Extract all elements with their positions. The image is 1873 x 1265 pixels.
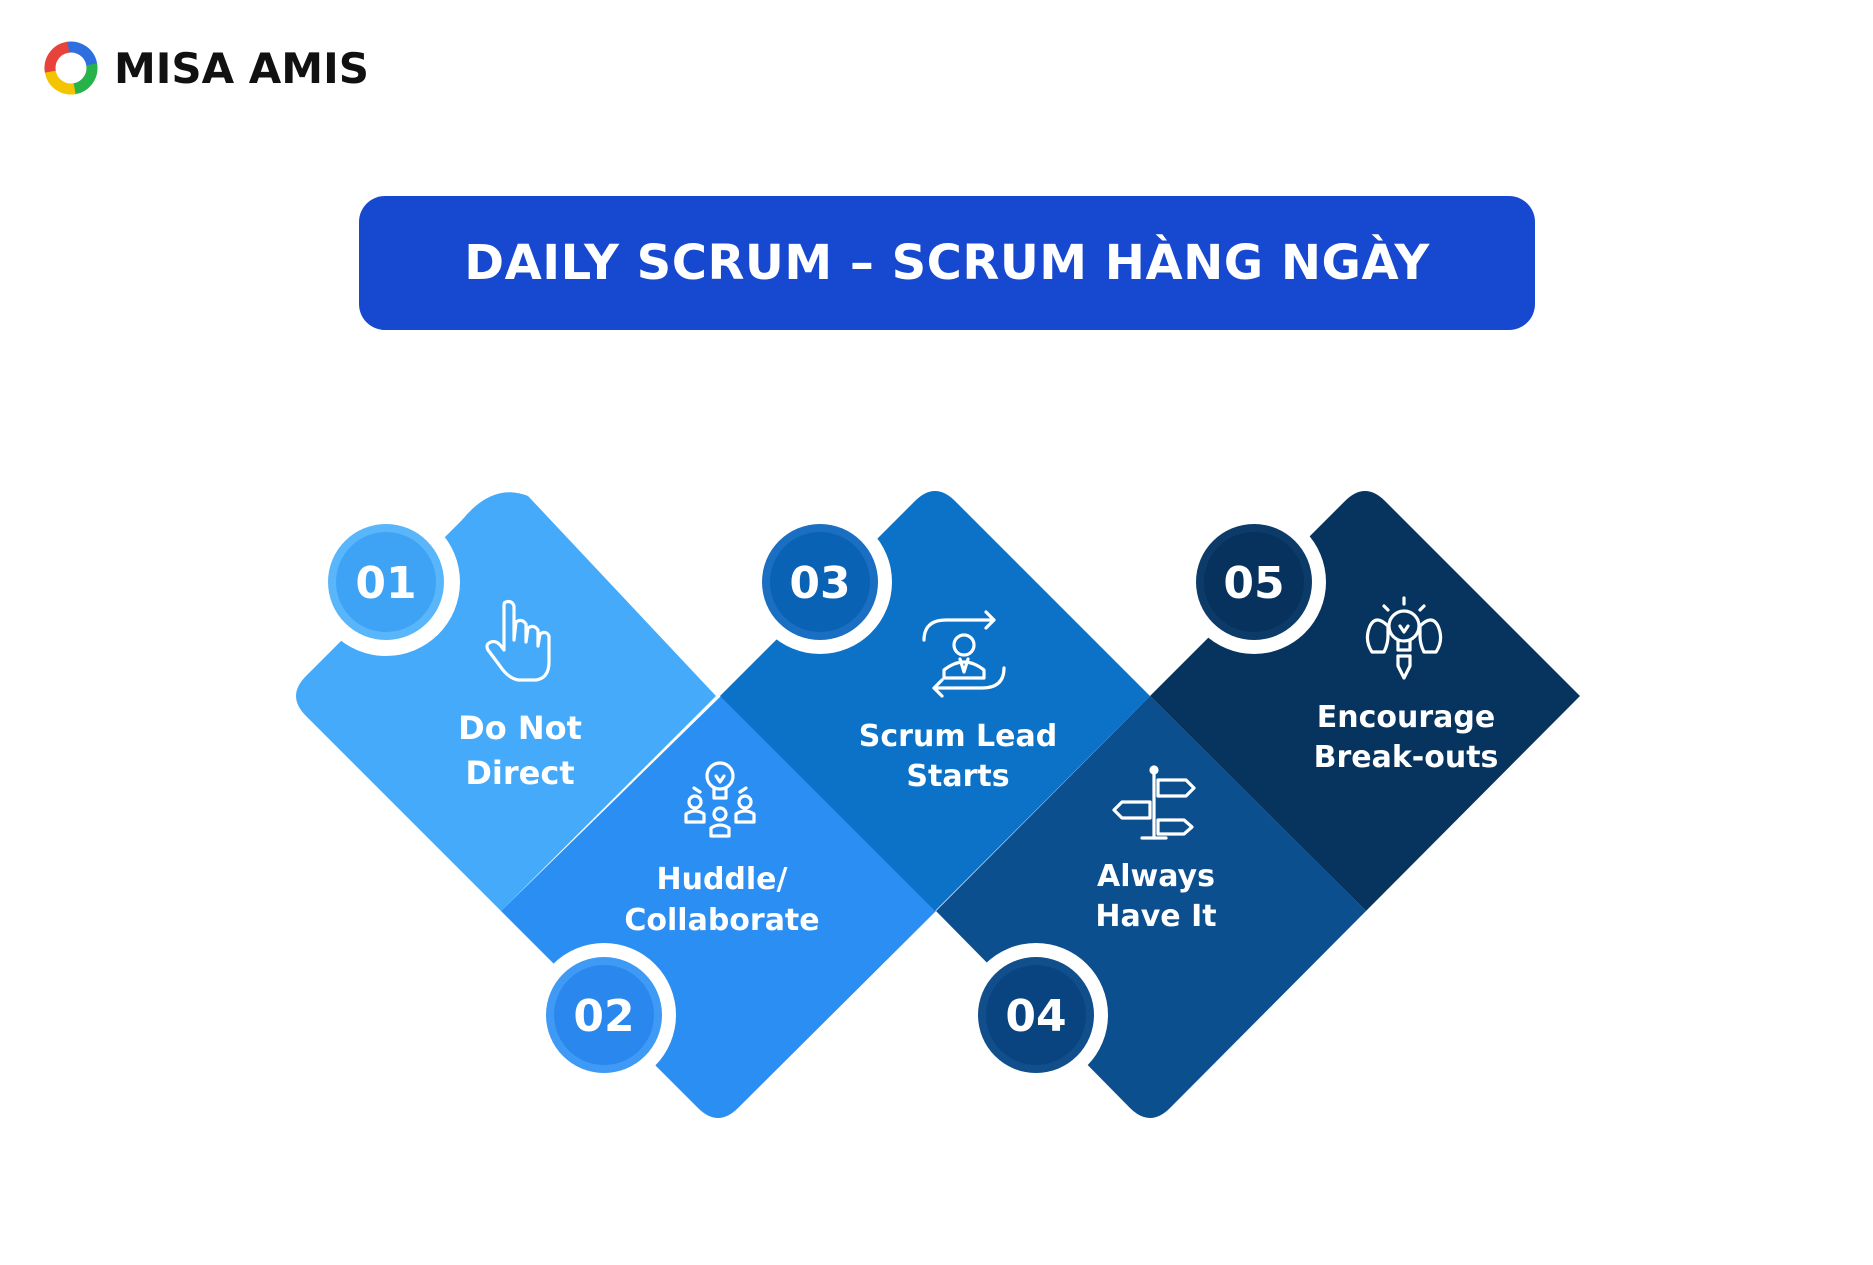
pointing-hand-icon: [485, 599, 551, 682]
step-label-4-line1: Always: [1097, 859, 1215, 894]
step-label-5-line2: Break-outs: [1314, 740, 1499, 775]
misa-ring-logo-icon: [44, 41, 98, 95]
number-badge-1: 01: [314, 510, 458, 654]
step-label-5-line1: Encourage: [1317, 700, 1495, 735]
step-label-1-line2: Direct: [465, 754, 574, 792]
number-badge-5: 05: [1182, 510, 1326, 654]
number-badge-4: 04: [964, 943, 1108, 1087]
step-number-5: 05: [1223, 558, 1284, 609]
leader-cycle-icon: [922, 610, 1006, 698]
step-number-3: 03: [789, 558, 850, 609]
step-number-1: 01: [355, 558, 416, 609]
step-label-3-line2: Starts: [906, 759, 1009, 794]
number-badges: 01 02 03 04 05: [314, 510, 1326, 1087]
number-badge-2: 02: [532, 943, 676, 1087]
step-label-1-line1: Do Not: [458, 709, 582, 747]
brand-name: MISA AMIS: [114, 43, 369, 93]
strong-idea-icon: [1365, 596, 1443, 680]
number-badge-3: 03: [748, 510, 892, 654]
signpost-icon: [1112, 765, 1196, 840]
step-number-4: 04: [1005, 991, 1066, 1042]
title-banner: DAILY SCRUM – SCRUM HÀNG NGÀY: [359, 196, 1535, 330]
step-label-2-line1: Huddle/: [656, 862, 787, 897]
brand: MISA AMIS: [42, 36, 369, 100]
step-label-2-line2: Collaborate: [624, 903, 819, 938]
page-title: DAILY SCRUM – SCRUM HÀNG NGÀY: [464, 235, 1430, 291]
step-number-2: 02: [573, 991, 634, 1042]
team-idea-icon: [684, 761, 756, 838]
step-label-4-line2: Have It: [1095, 899, 1216, 934]
step-label-3-line1: Scrum Lead: [859, 719, 1057, 754]
